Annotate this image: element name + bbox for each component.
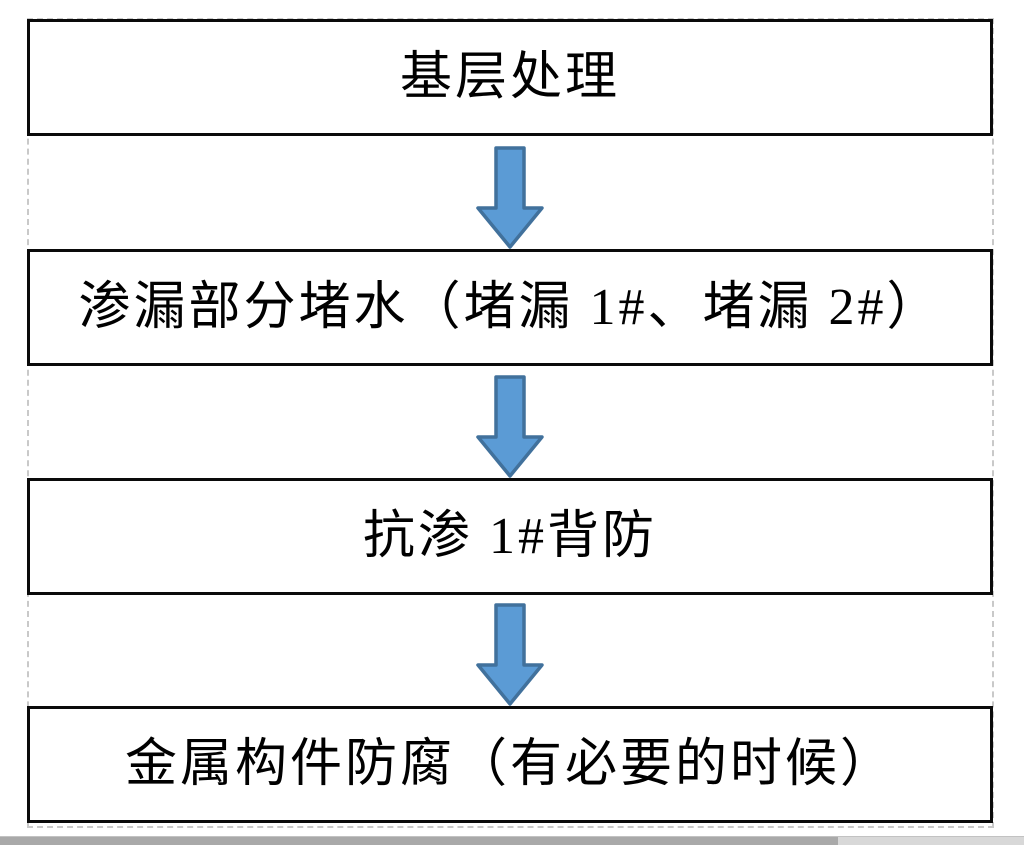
down-arrow-shape (476, 146, 544, 249)
down-arrow-shape (476, 603, 544, 706)
flow-step-label: 金属构件防腐（有必要的时候） (124, 735, 895, 793)
down-arrow-icon (476, 146, 544, 249)
down-arrow-shape (476, 375, 544, 478)
flow-step-label: 抗渗 1#背防 (362, 507, 657, 565)
down-arrow-icon (476, 375, 544, 478)
horizontal-scrollbar-thumb[interactable] (0, 837, 838, 845)
down-arrow-icon (476, 603, 544, 706)
flow-step-label: 渗漏部分堵水（堵漏 1#、堵漏 2#） (78, 278, 942, 336)
flow-step-anti-seepage: 抗渗 1#背防 (27, 478, 993, 595)
flow-step-metal-anticorrosion: 金属构件防腐（有必要的时候） (27, 706, 993, 823)
horizontal-scrollbar[interactable] (0, 836, 1024, 845)
flow-step-leak-plugging: 渗漏部分堵水（堵漏 1#、堵漏 2#） (27, 249, 993, 366)
flow-step-base-treatment: 基层处理 (27, 19, 993, 136)
flow-step-label: 基层处理 (399, 48, 620, 106)
